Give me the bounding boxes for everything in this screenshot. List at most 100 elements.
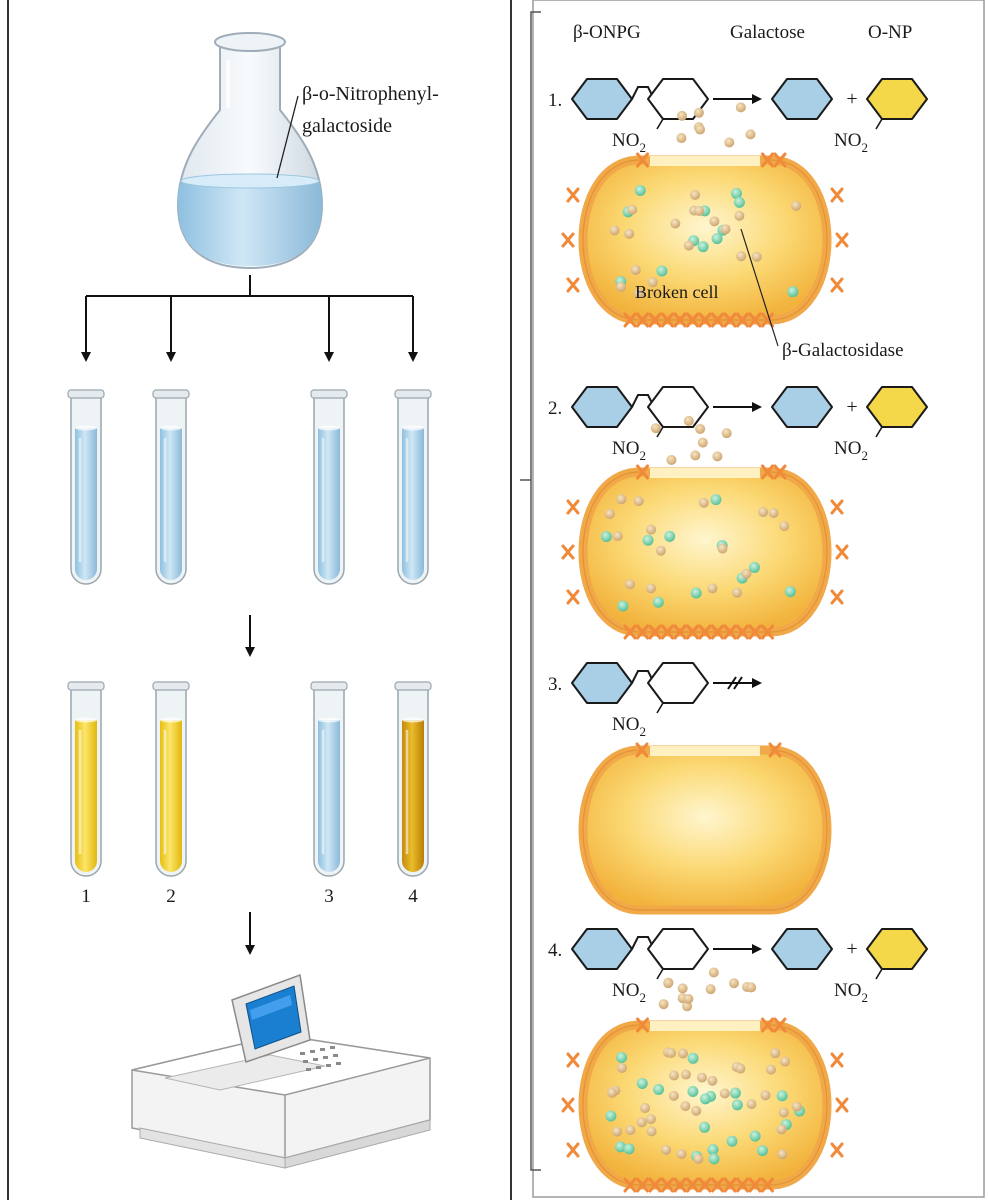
galactose-product-icon xyxy=(771,78,833,120)
escaping-particle xyxy=(697,437,708,448)
enzyme-particle xyxy=(748,561,760,573)
enzyme-particle xyxy=(690,587,702,599)
substrate-particle xyxy=(609,225,620,236)
tube-before-1 xyxy=(67,389,105,585)
tube-after-3 xyxy=(310,681,348,877)
galactose-product-icon xyxy=(771,928,833,970)
reaction-number: 1. xyxy=(548,90,562,111)
substrate-particle xyxy=(683,240,694,251)
blocked-reaction-icon xyxy=(727,676,743,690)
enzyme-particle xyxy=(642,534,654,546)
escaping-particle xyxy=(746,982,757,993)
enzyme-particle xyxy=(634,185,646,197)
substrate-particle xyxy=(647,277,658,288)
nitrophenyl-ring-icon xyxy=(647,928,709,970)
plus-sign: + xyxy=(846,88,857,110)
enzyme-particle xyxy=(623,1143,635,1155)
enzyme-particle xyxy=(711,233,723,245)
enzyme-particle xyxy=(731,1099,743,1111)
escaping-particle xyxy=(712,451,723,462)
substrate-particle xyxy=(732,587,743,598)
substrate-particle xyxy=(636,1117,647,1128)
substrate-particle xyxy=(736,251,747,262)
substrate-particle xyxy=(624,228,635,239)
escaping-particle xyxy=(695,423,706,434)
substrate-particle xyxy=(680,1069,691,1080)
enzyme-particle xyxy=(697,241,709,253)
cell-body xyxy=(578,745,832,915)
escaping-particle xyxy=(650,423,661,434)
substrate-particle xyxy=(751,251,762,262)
enzyme-particle xyxy=(614,1141,626,1153)
enzyme-particle xyxy=(664,530,676,542)
substrate-particle xyxy=(627,204,638,215)
enzyme-particle xyxy=(687,1052,699,1064)
enzyme-particle xyxy=(729,1087,741,1099)
substrate-particle xyxy=(791,1101,802,1112)
substrate-particle xyxy=(717,543,728,554)
substrate-particle xyxy=(780,1056,791,1067)
substrate-particle xyxy=(770,1048,781,1059)
onp-product-icon xyxy=(866,78,928,120)
escaping-particle xyxy=(666,454,677,465)
enzyme-label: β-Galactosidase xyxy=(782,340,904,361)
enzyme-particle xyxy=(636,1077,648,1089)
substrate-particle xyxy=(778,1107,789,1118)
header-onp: O-NP xyxy=(868,22,912,43)
substrate-particle xyxy=(625,579,636,590)
escaping-particle xyxy=(663,978,674,989)
escaping-particle xyxy=(735,102,746,113)
onp-product-icon xyxy=(866,386,928,428)
escaping-particle xyxy=(683,993,694,1004)
enzyme-particle xyxy=(710,494,722,506)
enzyme-particle xyxy=(699,1121,711,1133)
tube-before-3 xyxy=(310,389,348,585)
enzyme-particle xyxy=(653,1084,665,1096)
tube-number-1: 1 xyxy=(81,886,91,907)
plus-sign: + xyxy=(846,396,857,418)
tube-before-2 xyxy=(152,389,190,585)
empty-cell-3 xyxy=(578,742,832,915)
substrate-particle xyxy=(768,508,779,519)
no2-label: NO2 xyxy=(612,714,646,739)
substrate-particle xyxy=(661,1144,672,1155)
enzyme-leader-line xyxy=(740,228,779,347)
substrate-particle xyxy=(691,1105,702,1116)
substrate-particle xyxy=(776,1124,787,1135)
tube-number-4: 4 xyxy=(408,886,418,907)
substrate-particle xyxy=(741,568,752,579)
reaction-4: 4.NO2+NO2 xyxy=(548,928,928,1005)
substrate-particle xyxy=(607,1087,618,1098)
escaping-particle xyxy=(676,133,687,144)
reaction-3: 3. NO2 xyxy=(548,662,762,739)
reaction-number: 3. xyxy=(548,674,562,695)
escaping-particle xyxy=(705,984,716,995)
substrate-particle xyxy=(735,1063,746,1074)
enzyme-particle xyxy=(776,1090,788,1102)
onp-product-icon xyxy=(866,928,928,970)
enzyme-particle xyxy=(652,596,664,608)
substrate-particle xyxy=(616,494,627,505)
reaction-1: 1.NO2+NO2 xyxy=(548,78,928,155)
substrate-particle xyxy=(634,288,645,299)
galactose-ring-icon xyxy=(571,928,633,970)
flask-leader-line xyxy=(276,95,299,179)
galactose-product-icon xyxy=(771,386,833,428)
nitrophenyl-ring-icon xyxy=(647,386,709,428)
tube-after-4 xyxy=(394,681,432,877)
escaping-particle xyxy=(708,967,719,978)
tube-before-4 xyxy=(394,389,432,585)
substrate-particle xyxy=(698,497,709,508)
substrate-particle xyxy=(766,1064,777,1075)
galactose-ring-icon xyxy=(571,78,633,120)
no2-label: NO2 xyxy=(834,130,868,155)
substrate-particle xyxy=(615,281,626,292)
substrate-particle xyxy=(779,521,790,532)
substrate-particle xyxy=(666,1048,677,1059)
substrate-particle xyxy=(746,1099,757,1110)
substrate-particle xyxy=(612,1126,623,1137)
reaction-2: 2.NO2+NO2 xyxy=(548,386,928,463)
escaping-particle xyxy=(724,137,735,148)
escaping-particle xyxy=(721,428,732,439)
